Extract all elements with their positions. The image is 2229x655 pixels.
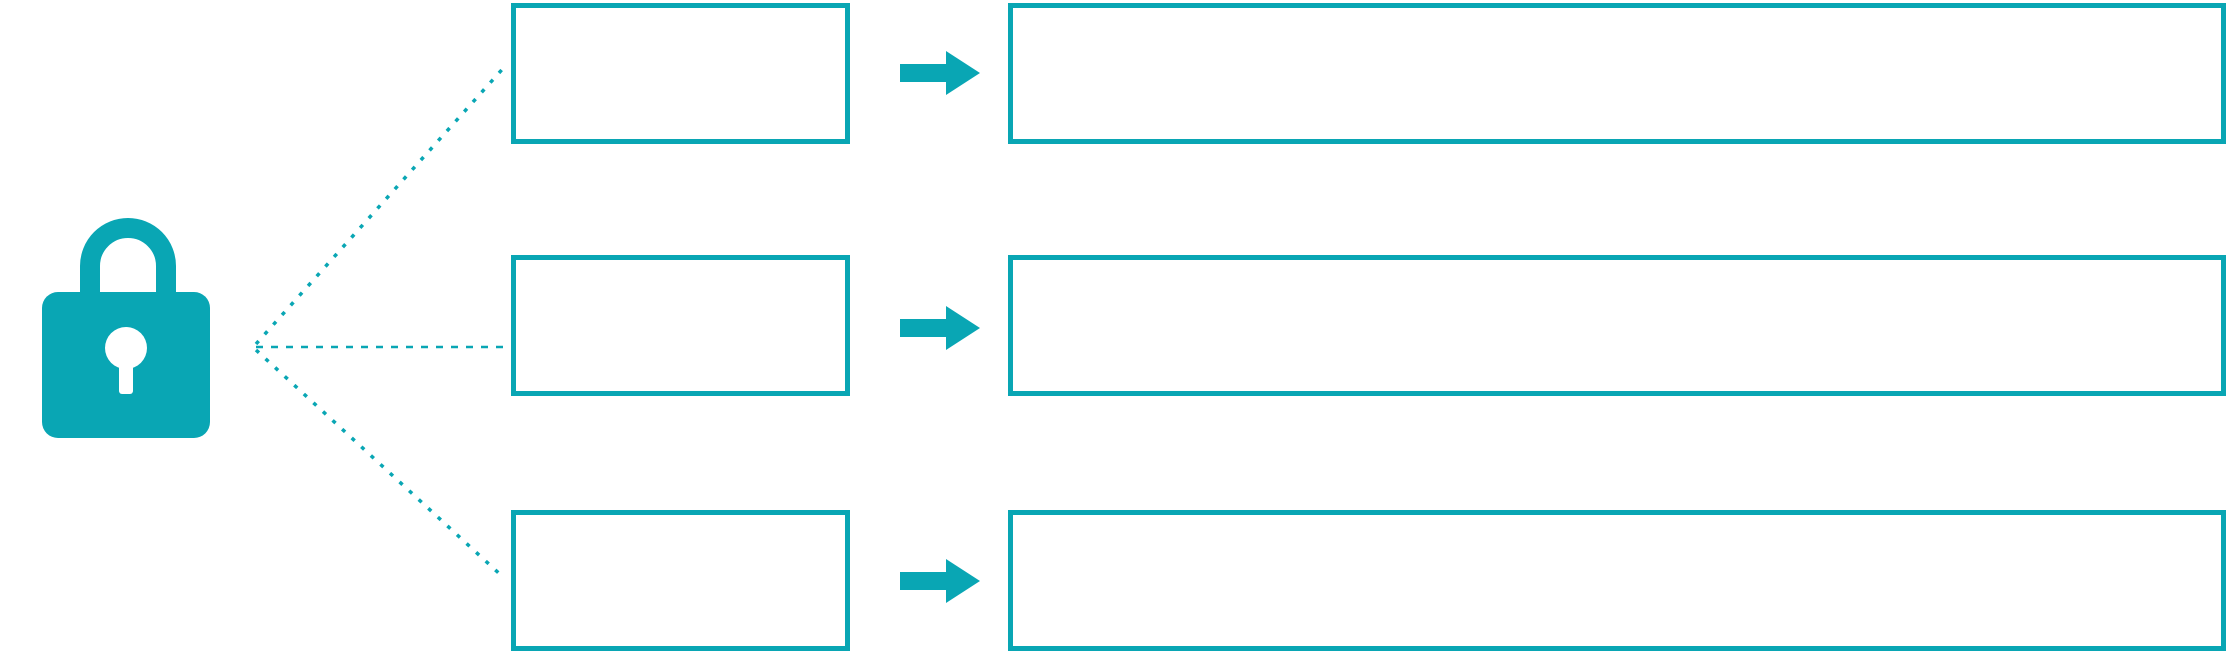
- keyhole-stem: [119, 356, 133, 394]
- target-box-3: [1008, 510, 2226, 651]
- dotted-connector-bottom: [254, 348, 505, 579]
- lock-shackle: [80, 218, 176, 298]
- source-box-2: [511, 255, 850, 396]
- arrow-right-icon: [900, 51, 980, 95]
- dotted-connector-top: [254, 62, 509, 346]
- lock-icon: [42, 218, 210, 438]
- target-box-1: [1008, 3, 2226, 144]
- arrow-right-icon: [900, 306, 980, 350]
- source-box-1: [511, 3, 850, 144]
- arrow-right-icon: [900, 559, 980, 603]
- target-box-2: [1008, 255, 2226, 396]
- source-box-3: [511, 510, 850, 651]
- keyhole-icon: [105, 327, 147, 369]
